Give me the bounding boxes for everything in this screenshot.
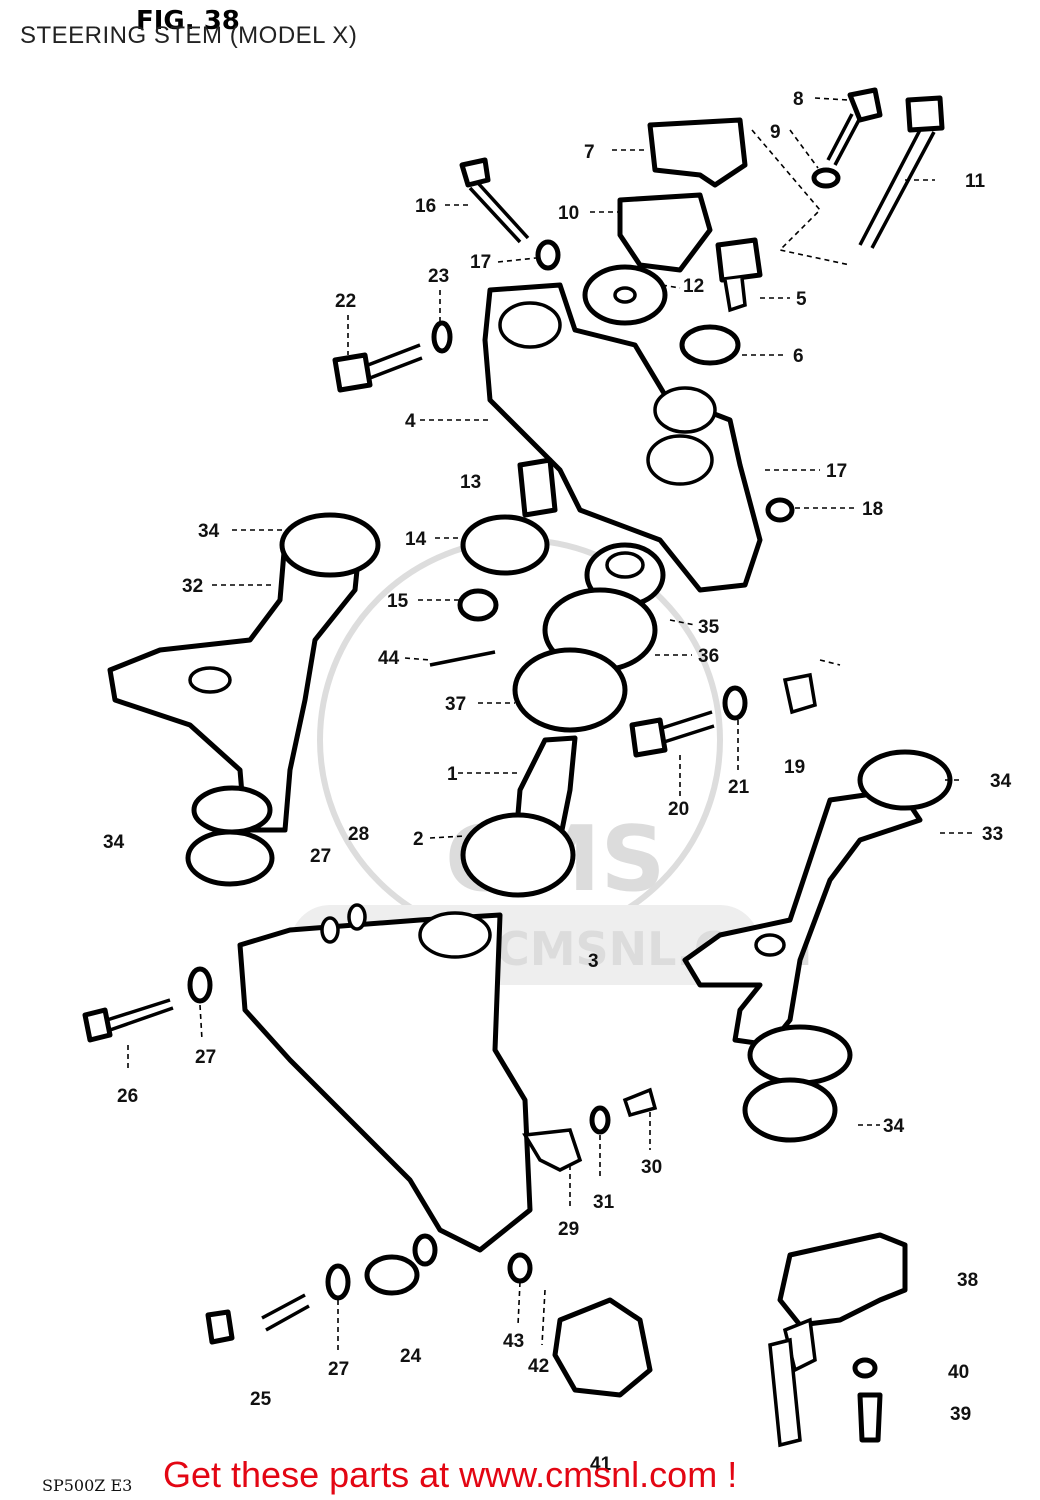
part-11-long-bolt <box>858 95 945 249</box>
part-30-screw <box>622 1087 658 1118</box>
callout-8: 8 <box>793 89 804 110</box>
callout-15: 15 <box>387 591 409 612</box>
callout-24: 24 <box>400 1346 422 1367</box>
callout-30: 30 <box>641 1157 662 1178</box>
part-23-washer <box>431 320 453 354</box>
part-34-left-bottom-cap <box>185 785 275 887</box>
part-27-washer <box>187 966 213 1004</box>
callout-28: 28 <box>348 824 369 845</box>
callout-39: 39 <box>950 1404 971 1425</box>
part-34-right-bottom-cap <box>742 1024 853 1143</box>
leader-lines <box>127 97 975 1350</box>
part-34-right-top-cap <box>857 749 953 811</box>
callout-1: 1 <box>447 764 458 785</box>
callout-2: 2 <box>413 829 424 850</box>
callout-21: 21 <box>728 777 750 798</box>
callout-25: 25 <box>250 1389 272 1410</box>
part-40-washer <box>852 1357 878 1379</box>
part-25-pin <box>205 1293 310 1345</box>
callout-10: 10 <box>558 203 579 224</box>
part-29-clip <box>522 1128 583 1172</box>
callout-23: 23 <box>428 266 449 287</box>
part-42-lock <box>552 1297 653 1398</box>
callout-4: 4 <box>405 411 416 432</box>
page-title: STEERING STEM (MODEL X) <box>20 22 358 49</box>
callout-31: 31 <box>593 1192 615 1213</box>
callout-38: 38 <box>957 1270 978 1291</box>
part-19-clip <box>782 672 817 715</box>
callout-12: 12 <box>683 276 704 297</box>
callout-17: 17 <box>826 461 847 482</box>
callout-26: 26 <box>117 1086 138 1107</box>
callout-43: 43 <box>503 1331 524 1352</box>
part-38-ignition-switch <box>768 1232 908 1448</box>
callout-40: 40 <box>948 1362 969 1383</box>
callout-42: 42 <box>528 1356 549 1377</box>
part-16-bolt <box>459 157 530 244</box>
part-8-bolt <box>826 87 883 166</box>
part-37-race <box>512 647 628 733</box>
callout-9: 9 <box>770 122 781 143</box>
part-24-clamp <box>364 1233 438 1296</box>
part-22-bolt <box>332 343 423 393</box>
callout-labels: 7 8 9 11 10 16 17 23 12 5 22 6 4 17 13 1… <box>103 89 1012 1475</box>
callout-27-top: 27 <box>310 846 331 867</box>
callout-34-left-top: 34 <box>198 521 220 542</box>
callout-19: 19 <box>784 757 805 778</box>
part-4-upper-bracket <box>482 282 763 593</box>
callout-18: 18 <box>862 499 883 520</box>
part-9-washer <box>811 167 841 189</box>
part-10-lower-clamp <box>617 192 713 273</box>
callout-36: 36 <box>698 646 719 667</box>
callout-33: 33 <box>982 824 1003 845</box>
callout-41: 41 <box>590 1454 612 1475</box>
callout-27: 27 <box>195 1047 216 1068</box>
callout-14: 14 <box>405 529 427 550</box>
part-18-nut <box>765 497 795 523</box>
callout-29: 29 <box>558 1219 579 1240</box>
part-20-bolt <box>629 710 715 758</box>
callout-22: 22 <box>335 291 356 312</box>
figure-number: FIG. 38 <box>136 6 240 36</box>
callout-37: 37 <box>445 694 466 715</box>
callout-5: 5 <box>796 289 807 310</box>
callout-7: 7 <box>584 142 595 163</box>
callout-17-top: 17 <box>470 252 491 273</box>
part-31-washer <box>589 1105 611 1135</box>
callout-44: 44 <box>378 648 400 669</box>
part-12-bushing <box>582 264 668 326</box>
callout-16: 16 <box>415 196 436 217</box>
part-44-cotter-pin <box>429 650 496 667</box>
part-43-screw <box>507 1252 533 1284</box>
part-26-pin <box>82 998 174 1043</box>
callout-34-right-bottom: 34 <box>883 1116 905 1137</box>
part-13-pin <box>517 457 558 518</box>
diagram-code: SP500Z E3 <box>42 1476 133 1495</box>
callout-20: 20 <box>668 799 689 820</box>
callout-32: 32 <box>182 576 203 597</box>
callout-34-right-top: 34 <box>990 771 1012 792</box>
callout-13: 13 <box>460 472 481 493</box>
part-5-bolt <box>715 237 763 313</box>
part-34-left-top-cap <box>279 512 381 578</box>
part-6-washer <box>679 324 741 366</box>
callout-3: 3 <box>588 951 599 972</box>
part-21-washer <box>722 685 748 721</box>
part-3-lower-bracket <box>237 903 533 1253</box>
part-17-washer <box>535 239 561 271</box>
callout-34-left-bottom: 34 <box>103 832 125 853</box>
shop-link[interactable]: Get these parts at www.cmsnl.com ! <box>163 1454 738 1495</box>
callout-11: 11 <box>965 171 986 192</box>
part-2-seal <box>460 812 576 898</box>
part-15-nut <box>457 588 499 622</box>
part-27b-washer <box>325 1263 351 1301</box>
part-33-right-bracket <box>682 787 923 1048</box>
part-39-screw <box>857 1392 883 1443</box>
callout-35: 35 <box>698 617 720 638</box>
part-7-upper-clamp <box>647 117 748 188</box>
callout-27-bottom: 27 <box>328 1359 349 1380</box>
part-14-cup <box>460 514 550 576</box>
callout-6: 6 <box>793 346 804 367</box>
